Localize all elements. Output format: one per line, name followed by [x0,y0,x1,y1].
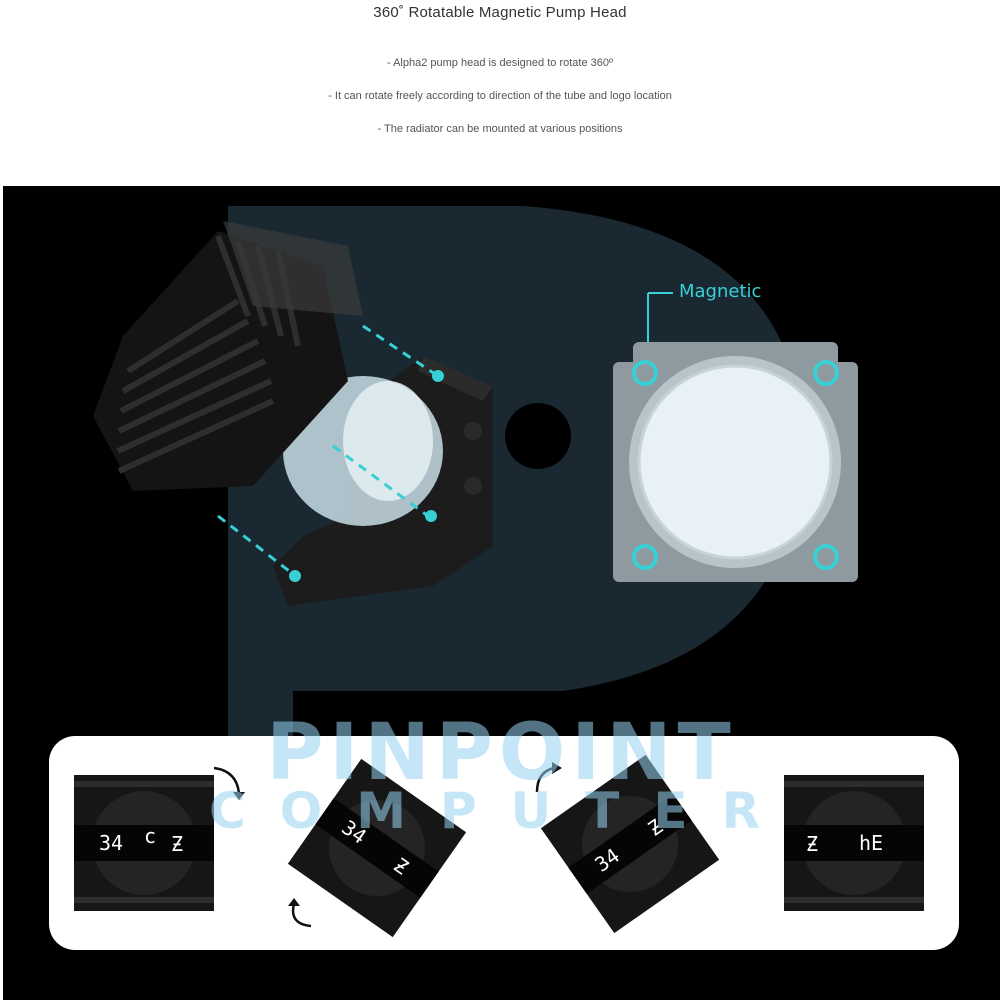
rotate-arrow-icon [291,903,312,928]
pump-inverted: Ƶ hE [784,775,924,911]
feature-bullet-direction: - It can rotate freely according to dire… [328,90,672,102]
pump-upright: 34 c Ƶ [74,775,214,911]
exploded-pump-illustration [93,221,493,606]
svg-text:Ƶ: Ƶ [171,832,183,856]
magnetic-plate-illustration [613,292,858,582]
watermark-logo [228,206,803,746]
svg-text:34: 34 [99,831,123,855]
page-title: 360˚ Rotatable Magnetic Pump Head [373,4,627,21]
magnet-ring-markers [632,360,839,570]
magnet-points [289,370,444,582]
magnet-guide-lines [217,324,436,576]
svg-text:hE: hE [859,831,883,855]
feature-bullet-radiator: - The radiator can be mounted at various… [377,123,623,135]
pump-rotated-clockwise: 34 Ƶ [287,758,467,938]
rotate-arrow-icon [535,766,555,793]
magnetic-label: Magnetic [679,281,762,302]
heatsink-block [93,221,363,491]
rotation-demo-graphics: 34 c Ƶ 34 Ƶ 34 Ƶ [74,754,924,938]
rotate-arrow-icon [213,766,241,795]
feature-bullet-rotate: - Alpha2 pump head is designed to rotate… [386,57,613,69]
header: 360˚ Rotatable Magnetic Pump Head - Alph… [0,0,1000,186]
product-diagram-stage: Magnetic 34 c Ƶ [3,186,1000,1000]
pump-rotated-counterclockwise: 34 Ƶ [540,754,720,934]
svg-text:Ƶ: Ƶ [806,832,818,856]
rotation-demo-panel: 34 c Ƶ 34 Ƶ 34 Ƶ [49,736,959,950]
svg-text:c: c [144,824,156,848]
